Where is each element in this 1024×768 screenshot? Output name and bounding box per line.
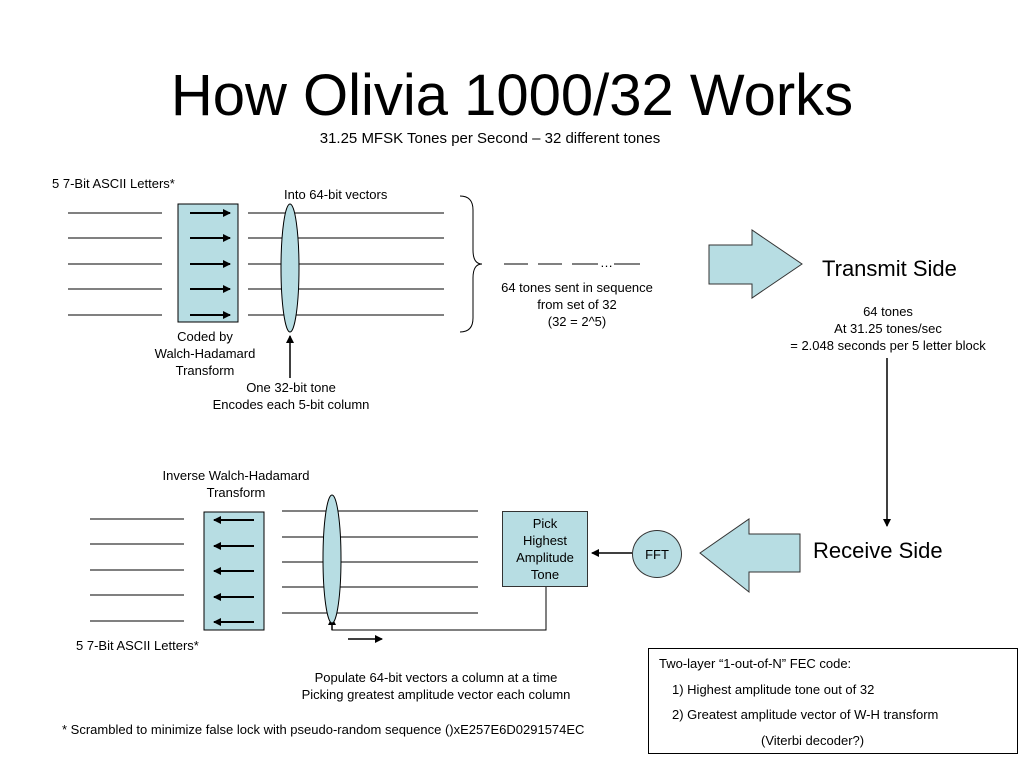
- fec-line-1: Two-layer “1-out-of-N” FEC code:: [659, 656, 852, 671]
- receive-arrow-shape: [699, 518, 801, 594]
- inverse-line-1: Inverse Walch-Hadamard: [162, 468, 310, 483]
- pick-to-ellipse-path: [331, 587, 547, 631]
- populate-line-2: Picking greatest amplitude vector each c…: [301, 687, 571, 702]
- page-subtitle: 31.25 MFSK Tones per Second – 32 differe…: [319, 130, 661, 147]
- bottom-vector-lines: [282, 510, 478, 614]
- fec-info-box: Two-layer “1-out-of-N” FEC code: 1) High…: [648, 648, 1018, 754]
- fec-line-4: (Viterbi decoder?): [761, 733, 865, 748]
- coded-line-2: Walch-Hadamard: [154, 346, 256, 361]
- coded-line-3: Transform: [175, 363, 235, 378]
- transmit-arrow-shape: [708, 229, 803, 299]
- ascii-letters-top-label: 5 7-Bit ASCII Letters*: [52, 176, 175, 191]
- ascii-letters-bottom-label: 5 7-Bit ASCII Letters*: [76, 638, 199, 653]
- one-tone-line-1: One 32-bit tone: [246, 380, 336, 395]
- into-vectors-label: Into 64-bit vectors: [284, 187, 388, 202]
- ellipsis-label: …: [600, 255, 613, 270]
- decoder-arrows: [213, 516, 254, 626]
- coded-line-1: Coded by: [177, 329, 233, 344]
- pick-highest-amplitude-box: Pick Highest Amplitude Tone: [502, 511, 588, 587]
- receive-column-ellipse: [322, 494, 342, 624]
- populate-label: Populate 64-bit vectors a column at a ti…: [276, 669, 596, 703]
- page-title: How Olivia 1000/32 Works: [170, 63, 854, 128]
- top-input-lines: [68, 212, 162, 316]
- tx-line-2: At 31.25 tones/sec: [834, 321, 942, 336]
- bottom-output-lines: [90, 518, 184, 622]
- top-vector-lines: [248, 212, 444, 316]
- tx-line-3: = 2.048 seconds per 5 letter block: [790, 338, 986, 353]
- fec-line-2: 1) Highest amplitude tone out of 32: [672, 682, 875, 697]
- tones-sequence-label: 64 tones sent in sequence from set of 32…: [477, 279, 677, 330]
- transmit-side-label: Transmit Side: [822, 256, 957, 281]
- footnote: * Scrambled to minimize false lock with …: [62, 722, 585, 737]
- transmit-info-label: 64 tones At 31.25 tones/sec = 2.048 seco…: [776, 303, 1000, 354]
- curly-brace: [459, 195, 483, 333]
- tones-line-1: 64 tones sent in sequence: [501, 280, 653, 295]
- one-tone-line-2: Encodes each 5-bit column: [212, 397, 370, 412]
- receive-side-label: Receive Side: [813, 538, 943, 563]
- fft-circle: FFT: [632, 530, 682, 578]
- populate-line-1: Populate 64-bit vectors a column at a ti…: [314, 670, 558, 685]
- encoder-arrows: [190, 209, 231, 319]
- inverse-line-2: Transform: [206, 485, 266, 500]
- fec-line-3: 2) Greatest amplitude vector of W-H tran…: [672, 707, 939, 722]
- coded-by-label: Coded by Walch-Hadamard Transform: [135, 328, 275, 379]
- tones-line-2: from set of 32: [537, 297, 617, 312]
- tx-line-1: 64 tones: [863, 304, 913, 319]
- one-tone-label: One 32-bit tone Encodes each 5-bit colum…: [196, 379, 386, 413]
- tones-line-3: (32 = 2^5): [547, 314, 607, 329]
- tone-column-ellipse: [280, 203, 300, 333]
- inverse-transform-label: Inverse Walch-Hadamard Transform: [140, 467, 332, 501]
